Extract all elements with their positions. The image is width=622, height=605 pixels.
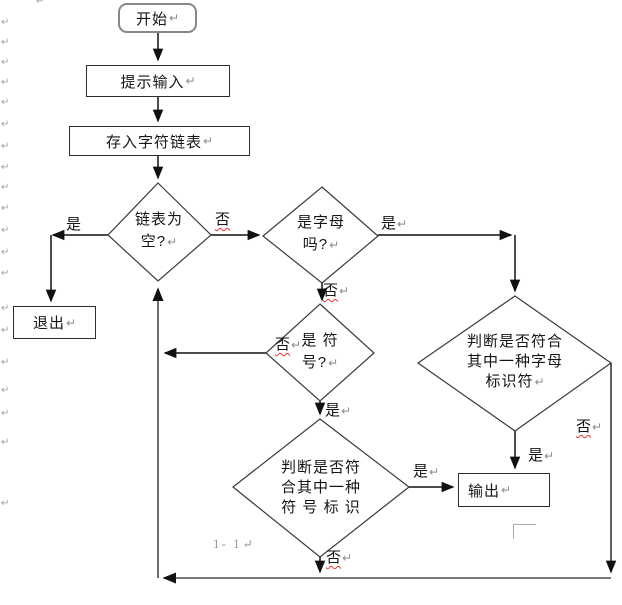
label-no-symbolmatch-to-loop: 否↵ bbox=[326, 549, 353, 566]
paragraph-mark: ↵ bbox=[1, 162, 10, 173]
paragraph-mark: ↵ bbox=[1, 303, 10, 314]
diamond-letter-match-text: 判断是否符合 其中一种字母 标识符↵ bbox=[466, 333, 564, 390]
diamond-is-symbol[interactable] bbox=[265, 303, 375, 402]
return-mark: ↵ bbox=[65, 315, 77, 330]
node-start[interactable]: 开始↵ bbox=[118, 3, 197, 33]
label-no-isletter-to-issymbol: 否↵ bbox=[323, 282, 350, 299]
paragraph-mark: ↵ bbox=[1, 203, 10, 214]
return-mark: ↵ bbox=[342, 551, 353, 565]
node-exit-label: 退出 bbox=[32, 315, 65, 332]
diamond-empty-check-text: 链表为 空?↵ bbox=[134, 211, 184, 250]
node-prompt-label: 提示输入 bbox=[120, 73, 185, 91]
return-mark: ↵ bbox=[339, 284, 350, 298]
paragraph-mark: ↵ bbox=[1, 408, 10, 419]
paragraph-mark: ↵ bbox=[1, 57, 10, 68]
label-yes-issymbol-to-symbolmatch: 是↵ bbox=[325, 402, 352, 419]
return-mark: ↵ bbox=[501, 483, 512, 497]
label-no-empty-to-isletter: 否 bbox=[215, 211, 231, 228]
diamond-symbol-match[interactable] bbox=[232, 418, 410, 558]
paragraph-mark: ↵ bbox=[1, 97, 10, 108]
node-output-label: 输出 bbox=[468, 482, 501, 500]
paragraph-mark: ↵ bbox=[1, 225, 10, 236]
diamond-letter-match[interactable] bbox=[416, 295, 613, 432]
diamond-is-letter-text: 是字母 吗?↵ bbox=[296, 214, 346, 253]
label-yes-lettermatch-to-output: 是↵ bbox=[528, 447, 555, 464]
paragraph-mark: ↵ bbox=[1, 182, 10, 193]
paragraph-mark: ↵ bbox=[1, 141, 10, 152]
corner-crop-mark bbox=[513, 524, 536, 539]
paragraph-mark: ↵ bbox=[1, 17, 10, 28]
paragraph-mark: ↵ bbox=[1, 325, 10, 336]
diamond-is-letter[interactable] bbox=[262, 186, 379, 284]
return-mark: ↵ bbox=[242, 537, 253, 551]
node-start-label: 开始 bbox=[135, 10, 168, 28]
figure-caption: 1- 1↵ bbox=[213, 536, 253, 551]
label-no-lettermatch-to-loop: 否↵ bbox=[576, 418, 603, 435]
diamond-is-symbol-text: 是 符 号?↵ bbox=[301, 332, 339, 371]
node-exit[interactable]: 退出↵ bbox=[13, 306, 96, 339]
return-mark: ↵ bbox=[202, 134, 214, 148]
return-mark: ↵ bbox=[341, 404, 352, 418]
paragraph-mark: ↵ bbox=[1, 247, 10, 258]
return-mark: ↵ bbox=[429, 465, 440, 479]
return-mark: ↵ bbox=[185, 74, 196, 88]
paragraph-mark: ↵ bbox=[36, 0, 45, 7]
node-prompt-input[interactable]: 提示输入↵ bbox=[86, 65, 230, 97]
return-mark: ↵ bbox=[592, 420, 603, 434]
return-mark: ↵ bbox=[544, 449, 555, 463]
return-mark: ↵ bbox=[328, 356, 339, 370]
return-mark: ↵ bbox=[167, 235, 178, 249]
paragraph-mark: ↵ bbox=[1, 77, 10, 88]
return-mark: ↵ bbox=[168, 11, 180, 25]
return-mark: ↵ bbox=[534, 375, 545, 389]
return-mark: ↵ bbox=[291, 338, 302, 352]
diamond-empty-check[interactable] bbox=[107, 182, 212, 282]
paragraph-mark: ↵ bbox=[1, 37, 10, 48]
label-yes-empty-to-exit: 是 bbox=[66, 216, 82, 233]
paragraph-mark: ↵ bbox=[1, 357, 10, 368]
paragraph-mark: ↵ bbox=[1, 385, 10, 396]
paragraph-mark: ↵ bbox=[1, 268, 10, 279]
label-yes-symbolmatch-to-output: 是↵ bbox=[413, 463, 440, 480]
paragraph-mark: ↵ bbox=[1, 498, 10, 509]
diamond-symbol-match-text: 判断是否符 合其中一种 符 号 标 识 bbox=[280, 459, 362, 516]
return-mark: ↵ bbox=[329, 238, 340, 252]
label-no-issymbol-to-loop: 否↵ bbox=[275, 336, 302, 353]
label-yes-isletter-to-lettermatch: 是↵ bbox=[381, 215, 408, 232]
return-mark: ↵ bbox=[397, 217, 408, 231]
paragraph-mark: ↵ bbox=[1, 437, 10, 448]
node-store-label: 存入字符链表 bbox=[105, 133, 202, 151]
node-store-list[interactable]: 存入字符链表↵ bbox=[69, 126, 250, 156]
paragraph-mark: ↵ bbox=[1, 119, 10, 130]
node-output[interactable]: 输出↵ bbox=[458, 473, 550, 507]
